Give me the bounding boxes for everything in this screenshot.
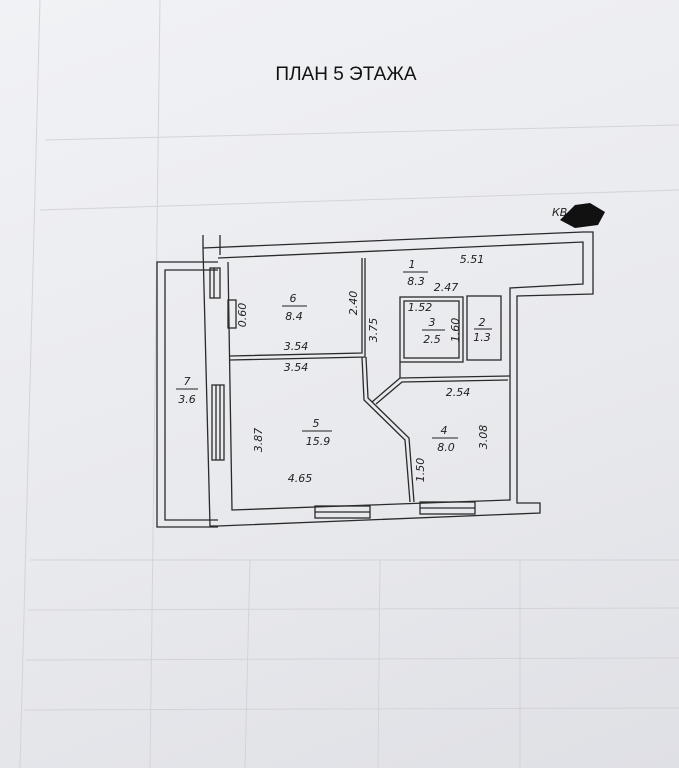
background-grid — [19, 0, 679, 768]
room-1: 18.3 — [403, 258, 428, 288]
room-7: 73.6 — [176, 375, 198, 406]
rooms-1-area-label: 1.3 — [473, 331, 491, 344]
dimensions-room3_depth-label: 1.60 — [449, 318, 462, 343]
rooms-1-number-label: 2 — [479, 316, 486, 329]
rooms-6-number-label: 7 — [184, 375, 191, 388]
room-3: 32.5 — [422, 316, 445, 346]
dimensions-corridor_depth-label: 3.75 — [367, 318, 380, 343]
dimensions-room4_width-label: 2.54 — [446, 386, 471, 399]
room-6: 68.4 — [282, 292, 307, 323]
walls — [156, 231, 594, 528]
dimensions-corridor_length-label: 5.51 — [460, 253, 485, 266]
rooms-2-area-label: 2.5 — [423, 333, 441, 346]
rooms-3-number-label: 4 — [441, 424, 448, 437]
dimensions-room5_width_bottom-label: 4.65 — [288, 472, 313, 485]
room-5: 515.9 — [302, 417, 332, 448]
dimensions-corridor_width-label: 2.47 — [434, 281, 459, 294]
rooms-3-area-label: 8.0 — [437, 441, 455, 454]
rooms-4-area-label: 15.9 — [306, 435, 331, 448]
dimensions-room4_door_offset-label: 1.50 — [414, 458, 427, 483]
rooms-5-area-label: 8.4 — [285, 310, 303, 323]
apartment_mark-label: КВ — [552, 206, 567, 219]
dimensions-room3_width-label: 1.52 — [408, 301, 433, 314]
room-2: 21.3 — [473, 316, 492, 344]
dimensions-room6_width-label: 3.54 — [284, 340, 309, 353]
dimensions-room6_depth-label: 2.40 — [347, 291, 360, 316]
rooms-2-number-label: 3 — [429, 316, 436, 329]
dimensions: 5.51 2.47 1.52 1.60 0.60 2.40 3.75 3.54 … — [236, 253, 490, 485]
rooms-5-number-label: 6 — [290, 292, 297, 305]
dimensions-room4_depth-label: 3.08 — [477, 425, 490, 450]
rooms-0-area-label: 8.3 — [407, 275, 425, 288]
rooms-0-number-label: 1 — [409, 258, 416, 271]
plan-title: ПЛАН 5 ЭТАЖА — [275, 64, 416, 85]
dimensions-room5_depth-label: 3.87 — [252, 428, 265, 453]
apartment-mark: КВ — [552, 203, 605, 228]
room-4: 48.0 — [432, 424, 458, 454]
dimensions-room6_niche-label: 0.60 — [236, 303, 249, 328]
dimensions-room5_width_top-label: 3.54 — [284, 361, 309, 374]
room-labels: 18.3 21.3 32.5 48.0 515.9 68.4 73.6 — [176, 258, 492, 454]
rooms-4-number-label: 5 — [313, 417, 320, 430]
rooms-6-area-label: 3.6 — [178, 393, 196, 406]
